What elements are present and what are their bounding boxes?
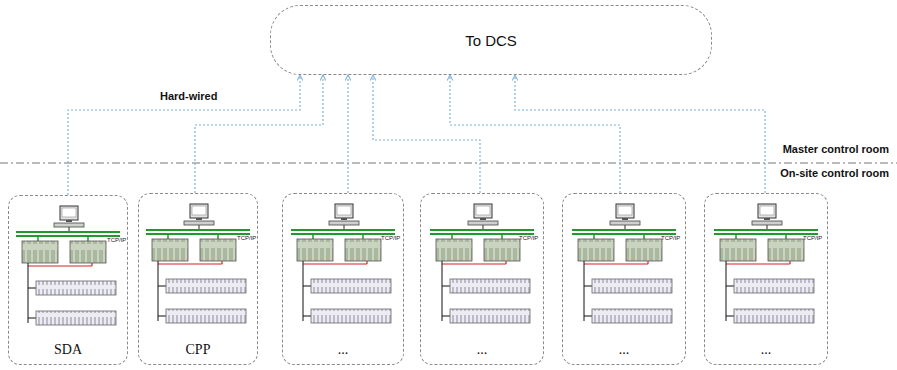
station-name: ... bbox=[619, 342, 630, 358]
station-box: ... bbox=[420, 193, 544, 365]
hardwired-link bbox=[347, 75, 348, 193]
network-label: TCP/IP bbox=[107, 237, 126, 243]
edge-label: Hard-wired bbox=[160, 90, 217, 102]
station-name: ... bbox=[761, 342, 772, 358]
plc-station bbox=[291, 204, 395, 323]
network-label: TCP/IP bbox=[803, 235, 822, 241]
station-box: SDA bbox=[8, 195, 128, 365]
network-label: TCP/IP bbox=[381, 235, 400, 241]
plc-station bbox=[16, 206, 120, 325]
station-name: ... bbox=[338, 342, 349, 358]
plc-station bbox=[714, 204, 818, 323]
station-name: ... bbox=[477, 342, 488, 358]
network-label: TCP/IP bbox=[237, 235, 256, 241]
hardwired-link bbox=[373, 75, 480, 193]
station-name: SDA bbox=[54, 342, 82, 358]
hardwired-link bbox=[68, 75, 300, 195]
box-title: To DCS bbox=[465, 32, 517, 49]
station-box: ... bbox=[282, 193, 404, 365]
network-label: TCP/IP bbox=[661, 235, 680, 241]
plc-station bbox=[572, 204, 676, 323]
area-label: On-site control room bbox=[780, 167, 889, 179]
room-divider bbox=[0, 163, 897, 164]
dcs-box: To DCS bbox=[270, 5, 712, 75]
plc-station bbox=[146, 204, 250, 323]
plc-station bbox=[430, 204, 534, 323]
station-box: ... bbox=[704, 193, 828, 365]
station-name: CPP bbox=[186, 342, 211, 358]
network-label: TCP/IP bbox=[519, 235, 538, 241]
station-box: ... bbox=[562, 193, 686, 365]
station-box: CPP bbox=[138, 193, 258, 365]
area-label: Master control room bbox=[783, 143, 889, 155]
hardwired-link bbox=[515, 75, 765, 193]
hardwired-link bbox=[450, 75, 620, 193]
